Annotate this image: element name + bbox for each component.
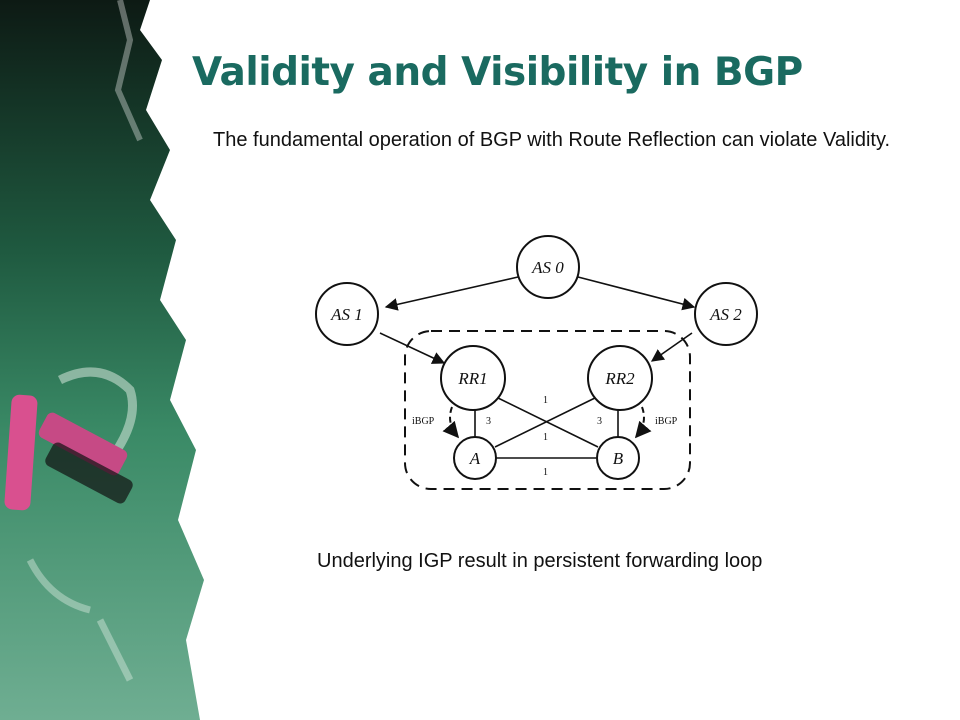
- weight-rr1-a: 3: [486, 416, 491, 427]
- node-as0-label: AS 0: [531, 258, 564, 277]
- node-as0: AS 0: [516, 235, 580, 299]
- edge-as2-rr2: [650, 332, 693, 362]
- weight-rr2-a: 1: [543, 432, 548, 443]
- node-b-label: B: [613, 449, 624, 468]
- link-rr2-a: [494, 395, 600, 448]
- node-as1: AS 1: [315, 282, 379, 346]
- route-reflection-diagram: AS 0 AS 1 AS 2 RR1 RR2 A B 3 3 1 1 1 iBG…: [315, 235, 758, 490]
- node-b: B: [596, 436, 640, 480]
- weight-rr2-b: 3: [597, 416, 602, 427]
- node-rr2-label: RR2: [604, 369, 635, 388]
- ibgp-label-left: iBGP: [412, 416, 435, 427]
- edge-as1-rr1: [379, 332, 446, 364]
- ibgp-label-right: iBGP: [655, 416, 678, 427]
- node-rr1: RR1: [440, 345, 506, 411]
- intro-text: The fundamental operation of BGP with Ro…: [213, 129, 891, 151]
- weight-a-b: 1: [543, 467, 548, 478]
- node-rr2: RR2: [587, 345, 653, 411]
- slide-title: Validity and Visibility in BGP: [192, 50, 803, 95]
- node-as1-label: AS 1: [330, 305, 363, 324]
- weight-rr1-b: 1: [543, 395, 548, 406]
- diagram-caption: Underlying IGP result in persistent forw…: [317, 550, 763, 572]
- edge-as0-as2: [577, 276, 696, 311]
- node-a: A: [453, 436, 497, 480]
- node-a-label: A: [469, 449, 481, 468]
- node-as2-label: AS 2: [709, 305, 742, 324]
- chalk-stick-icon: [4, 394, 133, 511]
- chalkboard-decoration: [0, 0, 204, 720]
- ibgp-arrow-right: [634, 406, 652, 439]
- node-rr1-label: RR1: [457, 369, 487, 388]
- as-boundary: [404, 330, 691, 490]
- edge-as0-as1: [384, 276, 519, 311]
- node-as2: AS 2: [694, 282, 758, 346]
- ibgp-arrow-left: [442, 406, 460, 439]
